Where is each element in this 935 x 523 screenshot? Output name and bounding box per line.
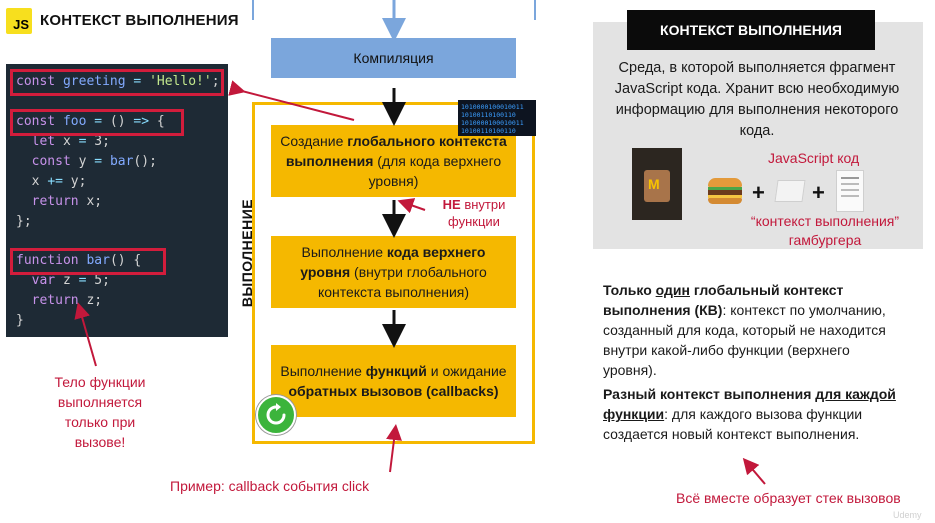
plus-icon: + (812, 180, 825, 205)
note-line: вызове! (74, 434, 126, 450)
mcdonalds-bag-photo: M (632, 148, 682, 220)
note-line: выполняется (57, 394, 143, 410)
definition-title: КОНТЕКСТ ВЫПОЛНЕНИЯ (627, 10, 875, 50)
hamburger-icon (708, 178, 742, 204)
code-line-11: } (16, 313, 24, 328)
highlight-greeting (10, 69, 224, 96)
code-line-1: const greeting = 'Hello!'; (16, 74, 220, 89)
definition-text: Среда, в которой выполняется фрагмент Ja… (614, 60, 900, 139)
code-line-5: x += y; (16, 174, 87, 189)
function-body-note: Тело функции выполняется только при вызо… (30, 372, 170, 452)
highlight-bar (10, 248, 166, 275)
compile-box: Компиляция (271, 38, 516, 78)
top-level-code-box: Выполнение кода верхнего уровня (внутри … (271, 236, 516, 308)
note-line: только при (64, 414, 136, 430)
code-line-10: return z; (31, 293, 103, 308)
code-line-2: const foo = () => { (16, 114, 165, 129)
code-line-3: let x = 3; (31, 134, 110, 149)
code-panel: const greeting = 'Hello!'; const foo = (… (6, 64, 228, 337)
binary-code-image: 1010000100010011 10100110100110 10100001… (458, 100, 536, 136)
receipt-icon (836, 170, 864, 212)
code-line-6: return x; (31, 194, 103, 209)
page-title: КОНТЕКСТ ВЫПОЛНЕНИЯ (40, 12, 239, 29)
global-context-box: Создание глобального контекста выполнени… (271, 125, 516, 197)
code-line-4: const y = bar(); (31, 154, 157, 169)
code-line-8: function bar() { (16, 253, 142, 268)
code-line-7: }; (16, 214, 32, 229)
watermark: Udemy (893, 510, 922, 520)
js-logo: JS (6, 8, 32, 34)
not-inside-function-note: НЕ внутри функции (442, 197, 506, 229)
call-stack-note: Всё вместе образует стек вызовов (676, 490, 901, 506)
note-line: Тело функции (54, 374, 146, 390)
highlight-foo (10, 109, 184, 136)
hamburger-context-label: “контекст выполнения” гамбургера (750, 213, 900, 248)
example-note: Пример: callback события click (170, 478, 370, 494)
refresh-icon (256, 395, 296, 435)
functions-callbacks-box: Выполнение функций и ожидание обратных в… (271, 345, 516, 417)
global-context-paragraph: Только один глобальный контекст выполнен… (603, 282, 886, 378)
code-line-9: var z = 5; (31, 273, 110, 288)
napkin-icon (774, 180, 806, 202)
plus-icon: + (752, 180, 765, 205)
function-context-paragraph: Разный контекст выполнения для каждой фу… (603, 386, 896, 442)
js-code-label: JavaScript код (768, 150, 860, 166)
